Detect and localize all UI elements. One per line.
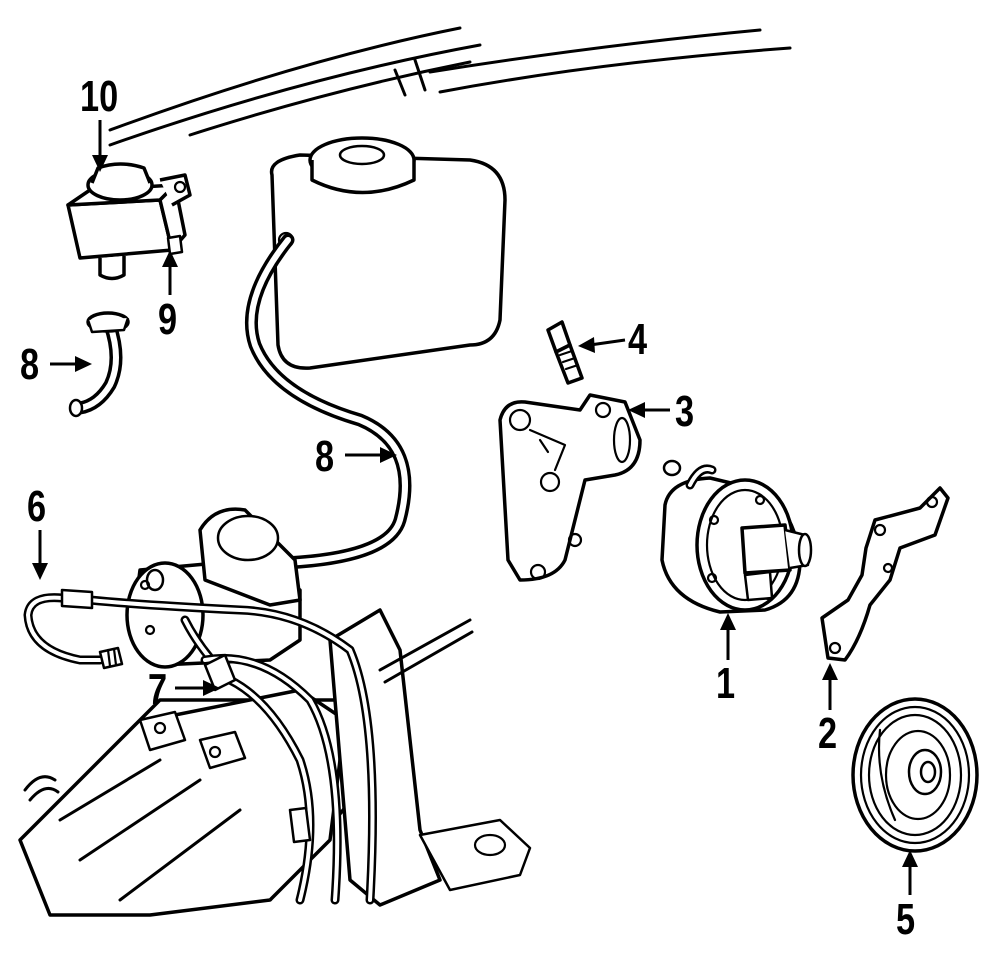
fender-panel-lines	[108, 26, 792, 147]
callout-2: 2	[818, 709, 838, 758]
pressure-line-part-7	[180, 615, 342, 905]
remote-reservoir-part-10	[66, 162, 192, 281]
steering-gear-assembly	[18, 507, 532, 917]
callout-1: 1	[716, 659, 736, 708]
reservoir-tank	[269, 136, 507, 370]
callout-9: 9	[158, 295, 178, 344]
callout-5: 5	[896, 895, 916, 944]
callout-8-small-hose: 8	[20, 340, 40, 389]
pulley-part-5	[851, 697, 979, 853]
callout-8-large-hose: 8	[315, 432, 335, 481]
callout-7: 7	[148, 665, 168, 714]
callout-10: 10	[80, 72, 119, 121]
callout-6: 6	[27, 482, 47, 531]
support-bracket-part-2	[820, 486, 950, 662]
mounting-bracket-part-3	[498, 393, 642, 582]
return-hose-part-8-small	[68, 311, 130, 418]
callout-4: 4	[628, 315, 648, 364]
pressure-hose-part-6	[23, 588, 377, 905]
callout-3: 3	[675, 387, 695, 436]
bolt-part-4	[546, 320, 584, 385]
steering-pump-part-1	[660, 459, 813, 614]
leader-arrows	[32, 120, 918, 895]
return-hose-part-8-large	[208, 233, 412, 572]
